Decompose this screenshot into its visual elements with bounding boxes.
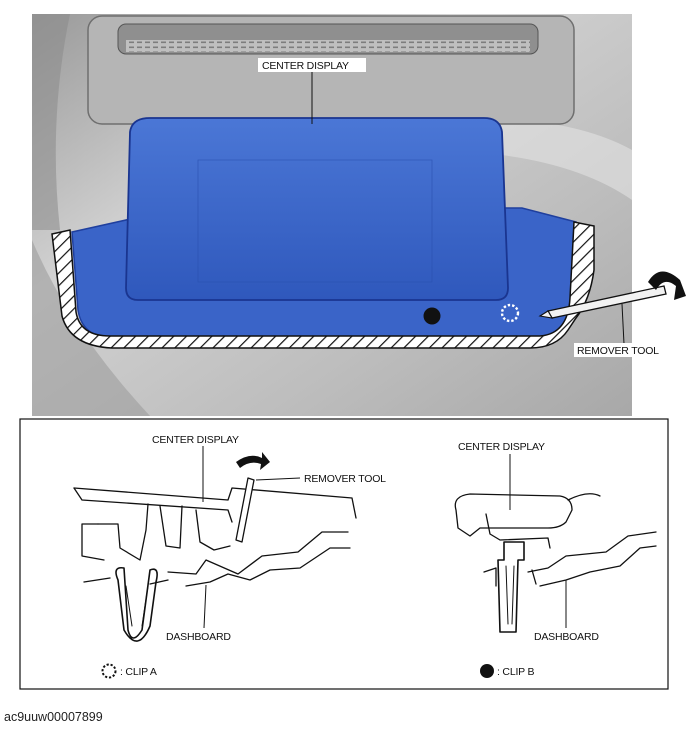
label-bg-remover-tool — [574, 343, 670, 357]
clip-b-marker-icon — [423, 307, 441, 325]
cross-section-hatch — [51, 221, 595, 349]
label-bg-center-display — [258, 58, 366, 72]
top-view-illustration: CENTER DISPLAY REMOVER TOOL — [32, 14, 686, 416]
left-panel-shade — [32, 14, 70, 230]
right-label-center-display: CENTER DISPLAY — [458, 441, 545, 453]
label-remover-tool-top: REMOVER TOOL — [577, 345, 659, 357]
left-clip-a — [115, 566, 158, 642]
leader-remover-tool — [621, 303, 625, 345]
figure-caption: ac9uuw00007899 — [4, 710, 103, 724]
left-dashboard-upper — [167, 531, 349, 575]
left-pull-arrow-icon — [236, 452, 270, 470]
left-label-dashboard: DASHBOARD — [166, 631, 231, 643]
legend-clip-a-icon — [101, 663, 117, 679]
lower-left-shade — [32, 240, 150, 416]
left-leader-dashboard — [203, 584, 207, 629]
screen-inner-area — [197, 159, 433, 283]
left-clip-a-inner — [125, 585, 149, 627]
left-leader-remover-tool — [255, 477, 301, 481]
label-center-display-top: CENTER DISPLAY — [262, 60, 349, 72]
clip-a-marker-icon — [500, 303, 520, 323]
right-label-dashboard: DASHBOARD — [534, 631, 599, 643]
right-clip-b — [497, 541, 525, 633]
right-dashboard-lower — [539, 545, 657, 587]
left-display-top-edge — [73, 487, 357, 519]
detail-frame — [19, 418, 669, 690]
left-mount-left — [97, 503, 149, 561]
right-display-edge — [567, 493, 601, 501]
left-label-remover-tool: REMOVER TOOL — [304, 473, 386, 485]
legend-clip-b-icon — [480, 664, 494, 678]
legend-clip-a-label: : CLIP A — [120, 666, 157, 678]
left-detail — [73, 477, 357, 642]
left-mount-right — [195, 509, 231, 551]
legend-clip-b-label: : CLIP B — [497, 666, 535, 678]
pull-direction-arrow-icon — [648, 271, 686, 300]
right-dashboard-lip — [483, 567, 537, 587]
left-mount-post — [159, 505, 183, 549]
left-remover-tool — [235, 477, 255, 543]
left-mount-flange — [81, 523, 105, 561]
right-dashboard-upper — [527, 531, 657, 573]
remover-tool-tip — [538, 310, 554, 319]
speaker-grille — [126, 40, 530, 52]
center-display-screen — [125, 117, 509, 301]
right-clip-b-inner — [505, 565, 515, 625]
right-detail — [454, 493, 657, 633]
left-label-center-display: CENTER DISPLAY — [152, 434, 239, 446]
right-mount — [485, 513, 551, 549]
left-display-lower-edge — [73, 487, 233, 523]
right-display-body — [454, 493, 573, 537]
left-dashboard-lip — [83, 577, 169, 585]
left-dashboard-lower — [185, 547, 351, 587]
